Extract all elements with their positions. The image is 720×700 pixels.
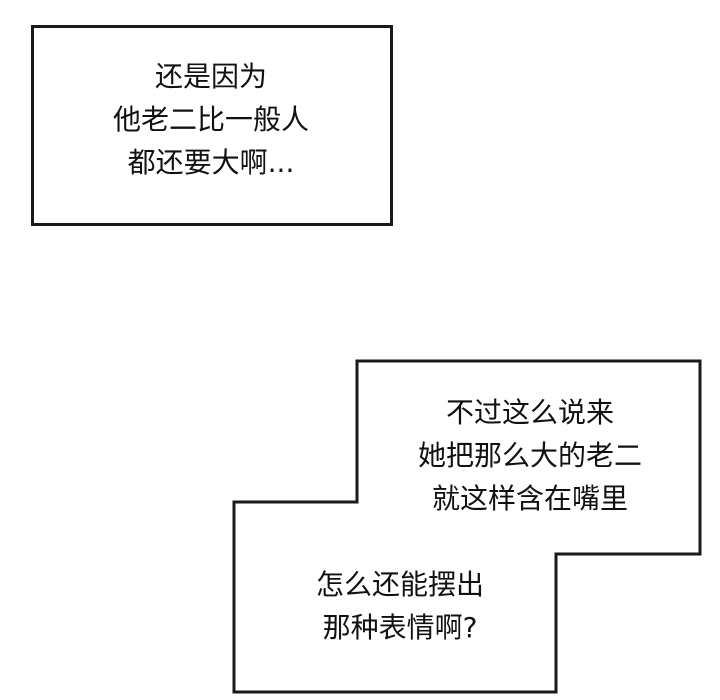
caption-line: 就这样含在嘴里 [431, 482, 628, 515]
caption-bottom-upper-text: 不过这么说来 她把那么大的老二 就这样含在嘴里 [390, 391, 670, 520]
caption-line: 不过这么说来 [445, 396, 614, 429]
caption-line: 还是因为 [154, 60, 267, 93]
caption-box-top [31, 25, 393, 226]
caption-line: 他老二比一般人 [112, 103, 309, 136]
caption-top-text: 还是因为 他老二比一般人 都还要大啊... [60, 55, 362, 184]
caption-bottom-lower-text: 怎么还能摆出 那种表情啊? [300, 563, 500, 649]
caption-line: 怎么还能摆出 [315, 568, 484, 601]
caption-line: 她把那么大的老二 [417, 439, 642, 472]
caption-line: 那种表情啊? [322, 611, 478, 644]
caption-line: 都还要大啊... [127, 146, 295, 179]
